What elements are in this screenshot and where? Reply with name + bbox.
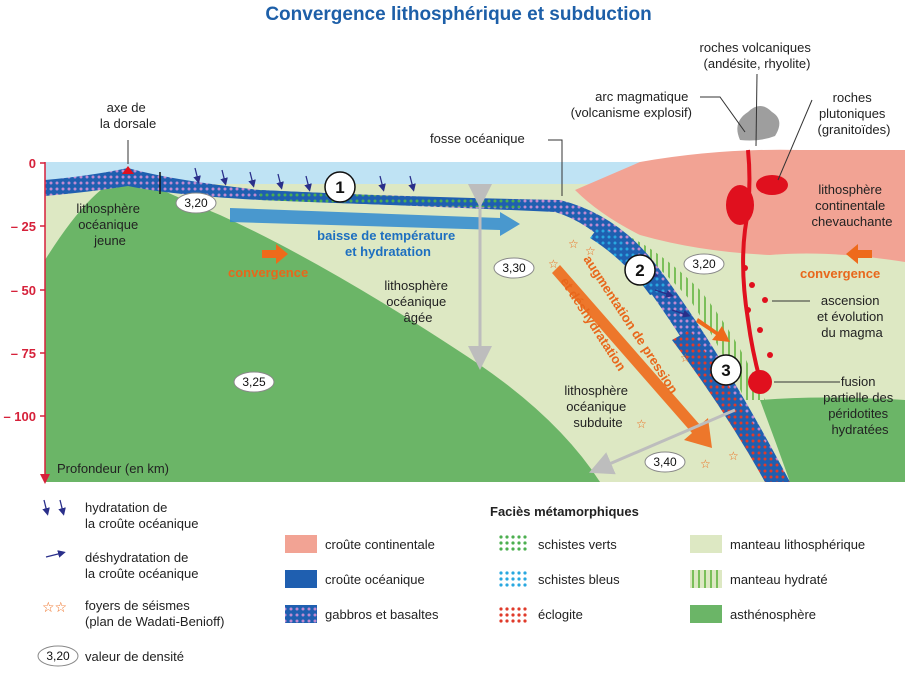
granitoid-pluton-2: [756, 175, 788, 195]
partial-melt-label: fusion partielle des péridotites hydraté…: [823, 374, 897, 437]
pressure-arrow: [552, 265, 712, 448]
legend-dehydration-icon: [45, 550, 66, 558]
legend-hydration: hydratation de la croûte océanique: [85, 500, 198, 531]
density-badge-5: 3,40: [644, 451, 686, 473]
subducted-litho-arrow: [588, 408, 736, 475]
melt-zone: [748, 370, 772, 394]
legend-density: valeur de densité: [85, 649, 184, 664]
convergence-arrow-left: [262, 244, 288, 264]
svg-text:3,20: 3,20: [46, 649, 70, 663]
legend-facies-title: Faciès métamorphiques: [490, 504, 639, 519]
legend-greenschist-swatch: [497, 535, 529, 553]
svg-text:☆: ☆: [680, 351, 691, 365]
ash-cloud: [737, 106, 780, 141]
legend-gabbros: gabbros et basaltes: [325, 607, 439, 622]
legend-continental-crust: croûte continentale: [325, 537, 435, 552]
granitoid-pluton: [726, 185, 754, 225]
svg-text:☆: ☆: [700, 457, 711, 471]
legend-earthquake-icon: ☆☆: [42, 599, 67, 615]
step-1: 1: [324, 171, 356, 203]
depth-axis-arrowhead: [40, 474, 50, 484]
legend-hydration-icon: [42, 499, 66, 516]
depth-tick-0: 0: [29, 156, 36, 171]
legend-eclogite-swatch: [497, 605, 529, 623]
diagram-title: Convergence lithosphérique et subduction: [265, 4, 652, 25]
legend-litho-mantle: manteau lithosphérique: [730, 537, 865, 552]
subducted-litho-label: lithosphère océanique subduite: [564, 383, 631, 430]
magma-rise-label: ascension et évolution du magma: [817, 293, 887, 340]
depth-tick-75: – 75: [11, 346, 36, 361]
ridge-axis-label: axe de la dorsale: [100, 100, 156, 131]
convergence-arrow-right: [846, 244, 872, 264]
magmatic-arc-label: arc magmatique (volcanisme explosif): [571, 89, 692, 120]
step-2: 2: [624, 254, 656, 286]
oceanic-crust-greenschist: [260, 190, 520, 208]
depth-tick-50: – 50: [11, 283, 36, 298]
svg-text:3: 3: [721, 361, 730, 380]
convergence-right-label: convergence: [800, 266, 880, 281]
asthenosphere-left: [45, 175, 600, 482]
legend-eclogite: éclogite: [538, 607, 583, 622]
legend-hydrated-mantle-swatch: [690, 570, 722, 588]
volcanic-rocks-pointer: [755, 73, 758, 147]
oceanic-crust-eclogite: [672, 330, 790, 482]
depth-ticks: [40, 162, 45, 417]
svg-text:☆: ☆: [568, 237, 579, 251]
depth-axis-label: Profondeur (en km): [57, 461, 169, 476]
trench-pointer: [548, 139, 563, 196]
density-badge-2: 3,30: [493, 257, 535, 279]
legend-litho-mantle-swatch: [690, 535, 722, 553]
legend-dehydration: déshydratation de la croûte océanique: [85, 550, 198, 581]
legend-asthenosphere-swatch: [690, 605, 722, 623]
svg-text:☆: ☆: [548, 257, 559, 271]
depth-tick-25: – 25: [11, 219, 36, 234]
density-badge-4: 3,25: [233, 371, 275, 393]
legend-hydrated-mantle: manteau hydraté: [730, 572, 828, 587]
step-3: 3: [710, 354, 742, 386]
magma-droplets: [742, 265, 773, 358]
svg-text:☆: ☆: [728, 449, 739, 463]
legend-oceanic-crust-swatch: [285, 570, 317, 588]
density-badge-3: 3,20: [683, 253, 725, 275]
depth-tick-100: – 100: [3, 409, 36, 424]
plutonic-rocks-label: roches plutoniques (granitoïdes): [818, 90, 891, 137]
density-badge-1: 3,20: [175, 192, 217, 214]
earthquake-foci: ☆ ☆ ☆ ☆ ☆ ☆ ☆: [548, 237, 739, 471]
legend-asthenosphere: asthénosphère: [730, 607, 816, 622]
legend-density-icon: 3,20: [37, 645, 79, 667]
svg-text:3,30: 3,30: [502, 261, 526, 275]
plutonic-rocks-pointer: [777, 99, 813, 181]
wedge-arrow: [696, 318, 730, 342]
legend-gabbros-swatch: [285, 605, 317, 623]
svg-text:3,20: 3,20: [692, 257, 716, 271]
volcanic-rocks-label: roches volcaniques (andésite, rhyolite): [700, 40, 815, 71]
old-litho-label: lithosphère océanique âgée: [384, 278, 451, 325]
svg-text:3,20: 3,20: [184, 196, 208, 210]
legend-greenschist: schistes verts: [538, 537, 617, 552]
young-litho-label: lithosphère océanique jeune: [76, 201, 143, 248]
hydration-arrows: [193, 167, 416, 192]
continental-litho-label: lithosphère continentale chevauchante: [812, 182, 893, 229]
svg-text:1: 1: [335, 178, 344, 197]
cooling-arrow: [230, 208, 520, 236]
legend-blueschist: schistes bleus: [538, 572, 620, 587]
legend-earthquakes: foyers de séismes (plan de Wadati-Beniof…: [85, 598, 224, 629]
svg-text:3,25: 3,25: [242, 375, 266, 389]
svg-text:☆: ☆: [636, 417, 647, 431]
magmatic-arc-pointer: [700, 96, 746, 133]
svg-text:3,40: 3,40: [653, 455, 677, 469]
legend-continental-crust-swatch: [285, 535, 317, 553]
cooling-label: baisse de température et hydratation: [317, 228, 459, 259]
trench-label: fosse océanique: [430, 131, 525, 146]
asthenosphere-right: [760, 397, 905, 482]
svg-text:☆: ☆: [585, 244, 596, 258]
legend-oceanic-crust: croûte océanique: [325, 572, 425, 587]
convergence-left-label: convergence: [228, 265, 308, 280]
legend-blueschist-swatch: [497, 570, 529, 588]
svg-text:2: 2: [635, 261, 644, 280]
ridge-axis-marker: [122, 166, 134, 174]
